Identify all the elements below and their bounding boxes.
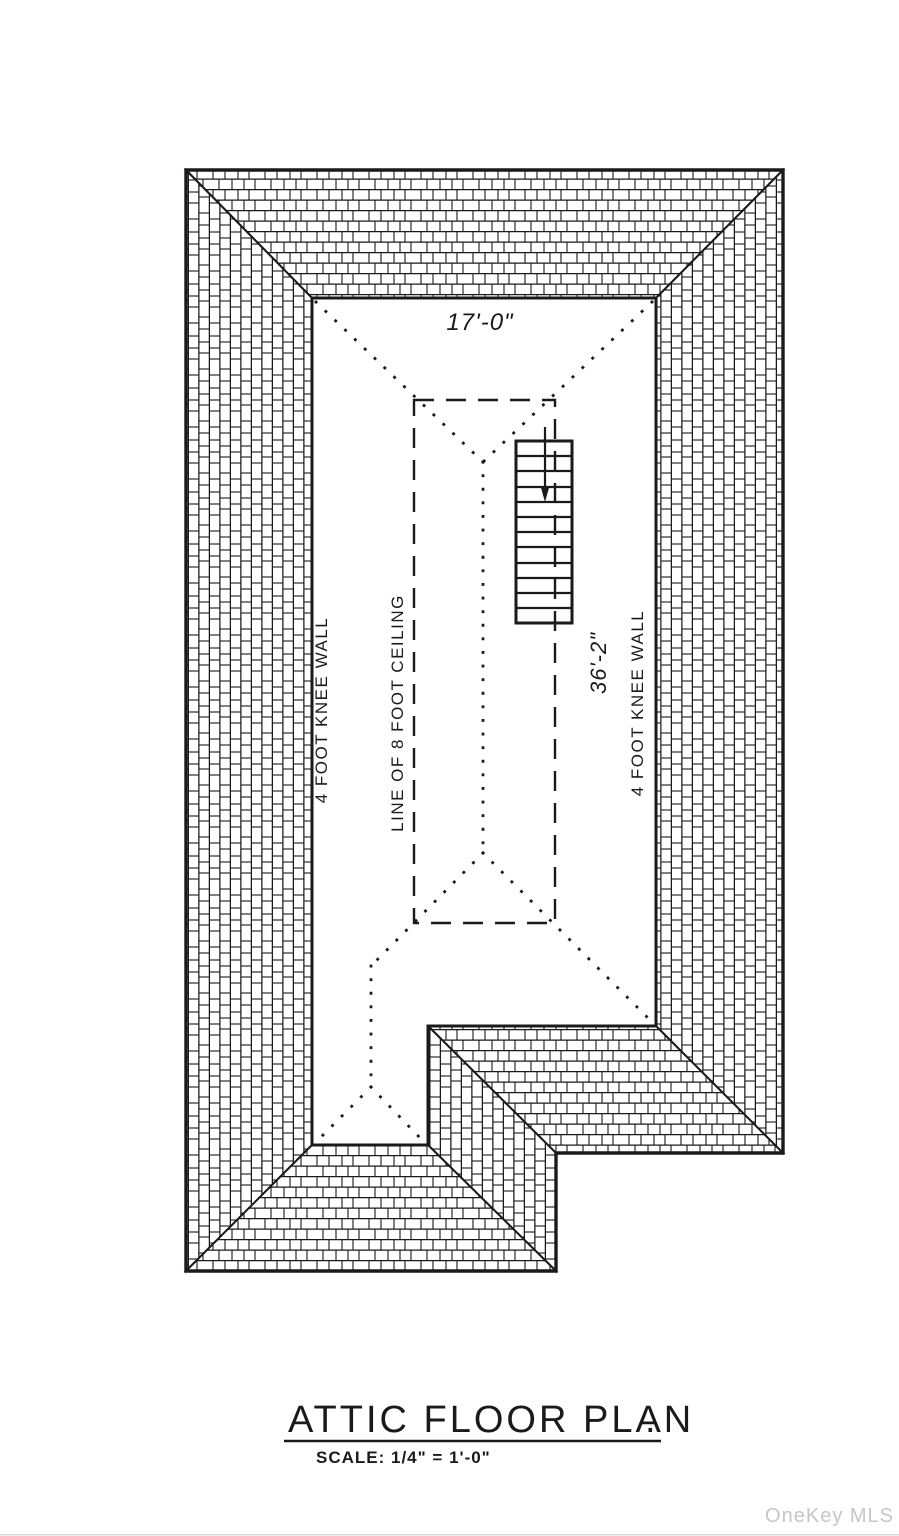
page-bottom-edge xyxy=(0,1534,899,1536)
ceiling-line-label: LINE OF 8 FOOT CEILING xyxy=(388,594,407,832)
wing-hip-dotted-left xyxy=(315,1085,373,1143)
roof-ridge-dotted-lines xyxy=(314,300,654,1143)
title-block: ATTIC FLOOR PLAN . SCALE: 1/4" = 1'-0" xyxy=(284,1399,694,1467)
drawing-scale: SCALE: 1/4" = 1'-0" xyxy=(316,1448,491,1467)
knee-wall-label-right: 4 FOOT KNEE WALL xyxy=(628,610,647,797)
roof-plane-right xyxy=(655,167,784,1156)
knee-wall-label-left: 4 FOOT KNEE WALL xyxy=(312,617,331,804)
stair-down-arrow-icon xyxy=(540,427,550,502)
dimension-top: 17'-0" xyxy=(446,309,514,336)
roof-outline xyxy=(184,168,785,1273)
dimension-right: 36'-2" xyxy=(586,632,611,694)
roof-plane-left xyxy=(185,167,313,1274)
wing-hip-dotted-right xyxy=(369,1085,425,1143)
drawing-title-period: . xyxy=(645,1399,659,1441)
hip-dotted-bottom-left xyxy=(369,851,485,968)
valley-dotted-bottom-right xyxy=(481,851,653,1023)
drawing-title: ATTIC FLOOR PLAN xyxy=(288,1399,694,1441)
ceiling-line-dashed-outline xyxy=(412,398,557,925)
watermark-text: OneKey MLS xyxy=(765,1505,894,1527)
staircase xyxy=(514,427,574,625)
